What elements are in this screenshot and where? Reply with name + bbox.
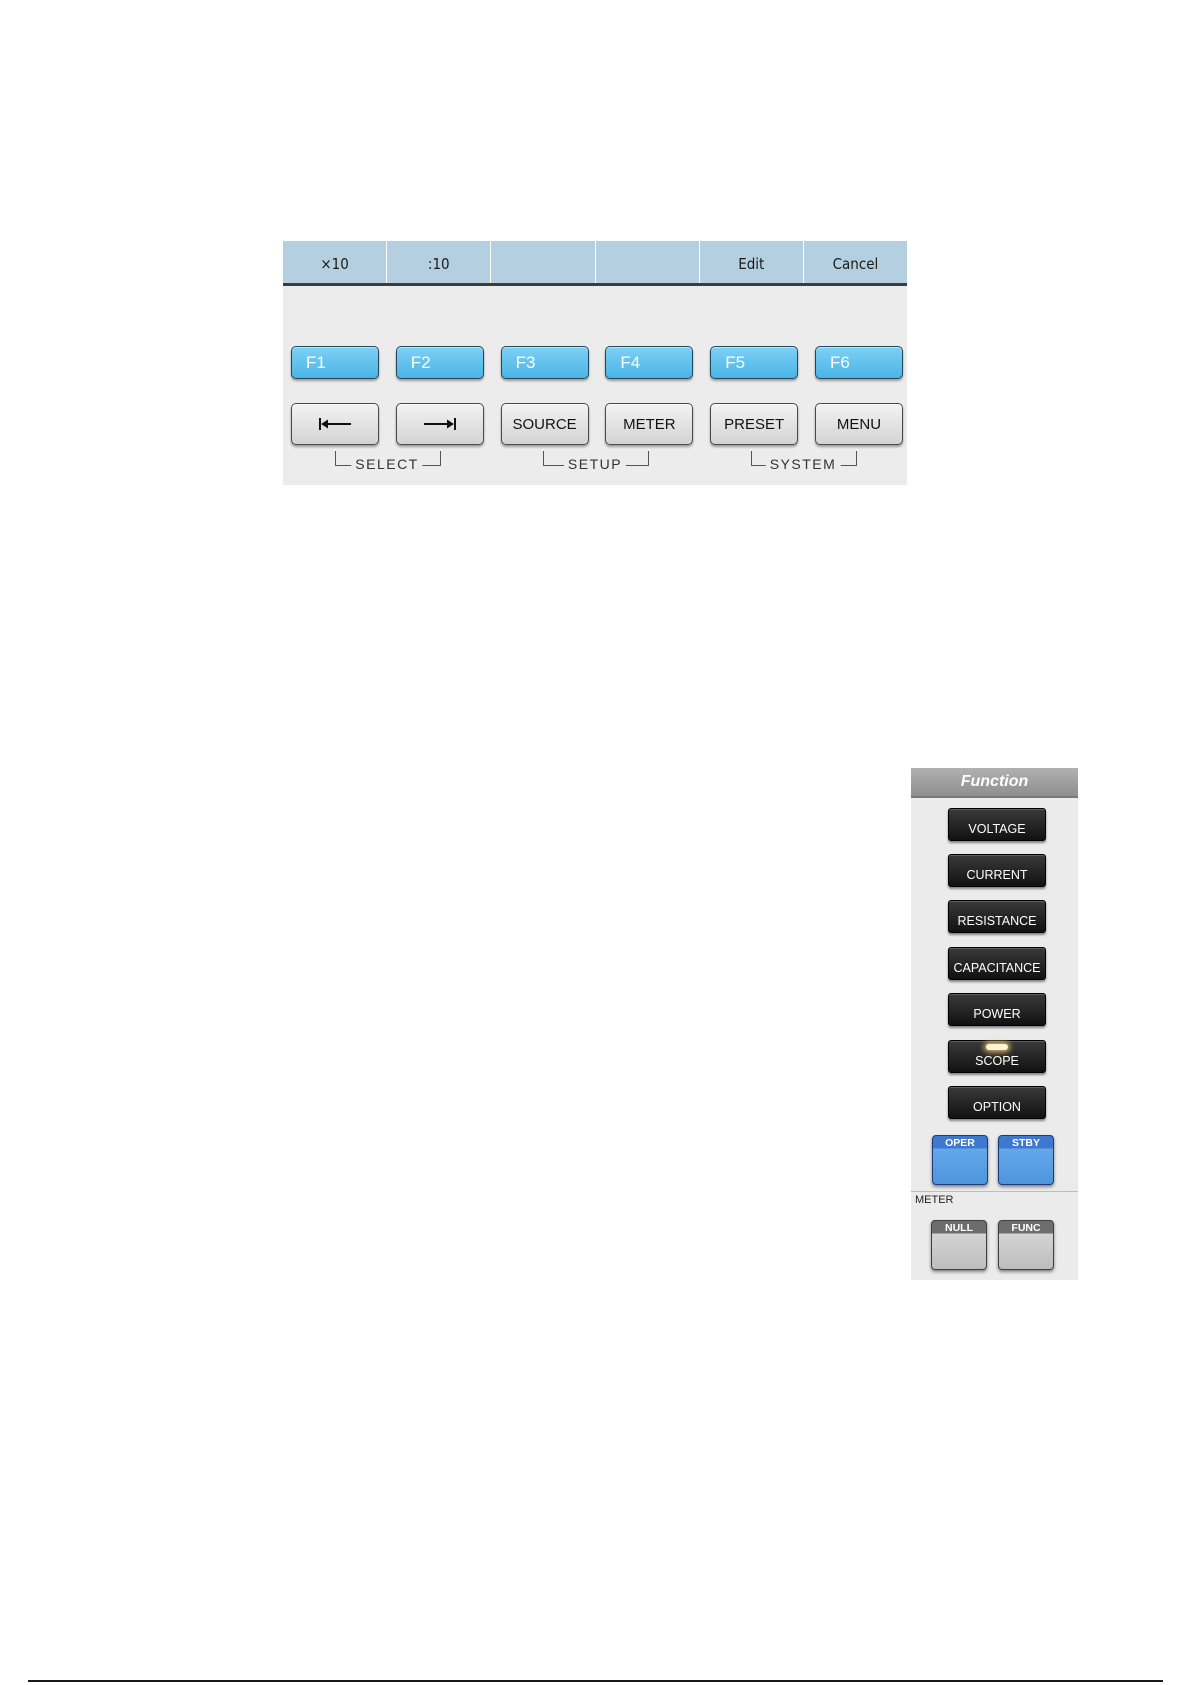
preset-button[interactable]: PRESET	[710, 403, 798, 445]
softkey-label-bar: ×10 :10 Edit Cancel	[283, 241, 907, 286]
navigation-key-row: SOURCE METER PRESET MENU	[291, 403, 903, 445]
resistance-button[interactable]: RESISTANCE	[948, 900, 1046, 933]
function-panel-title: Function	[911, 768, 1078, 798]
power-button[interactable]: POWER	[948, 993, 1046, 1026]
stby-button-label: STBY	[999, 1136, 1053, 1149]
softkey-label-6: Cancel	[804, 241, 907, 283]
softkey-label-2: :10	[387, 241, 491, 283]
oper-button-label: OPER	[933, 1136, 987, 1149]
softkey-label-1: ×10	[283, 241, 387, 283]
menu-button[interactable]: MENU	[815, 403, 903, 445]
softkey-label-5: Edit	[700, 241, 804, 283]
func-button-label: FUNC	[999, 1221, 1053, 1234]
func-button[interactable]: FUNC	[998, 1220, 1054, 1270]
f1-button[interactable]: F1	[291, 346, 379, 379]
system-group-label: SYSTEM	[766, 456, 841, 472]
current-button[interactable]: CURRENT	[948, 854, 1046, 887]
select-right-button[interactable]	[396, 403, 484, 445]
voltage-button[interactable]: VOLTAGE	[948, 808, 1046, 841]
source-button[interactable]: SOURCE	[501, 403, 589, 445]
scope-button-label: SCOPE	[975, 1054, 1019, 1068]
function-panel: Function VOLTAGE CURRENT RESISTANCE CAPA…	[911, 768, 1078, 1280]
meter-section-label: METER	[915, 1194, 954, 1206]
option-button[interactable]: OPTION	[948, 1086, 1046, 1119]
arrow-to-right-bar-icon	[422, 417, 458, 431]
f4-button[interactable]: F4	[605, 346, 693, 379]
setup-group-label: SETUP	[564, 456, 626, 472]
softkey-label-4	[596, 241, 700, 283]
function-key-row: F1 F2 F3 F4 F5 F6	[291, 346, 903, 379]
null-button[interactable]: NULL	[931, 1220, 987, 1270]
capacitance-button[interactable]: CAPACITANCE	[948, 947, 1046, 980]
front-panel-softkeys: ×10 :10 Edit Cancel F1 F2 F3 F4 F5 F6	[283, 241, 907, 485]
f6-button[interactable]: F6	[815, 346, 903, 379]
meter-section-divider	[911, 1191, 1078, 1192]
f2-button[interactable]: F2	[396, 346, 484, 379]
scope-button[interactable]: SCOPE	[948, 1040, 1046, 1073]
stby-button[interactable]: STBY	[998, 1135, 1054, 1185]
softkey-label-3	[491, 241, 595, 283]
page-bottom-rule	[28, 1680, 1163, 1682]
select-left-button[interactable]	[291, 403, 379, 445]
meter-button[interactable]: METER	[605, 403, 693, 445]
f3-button[interactable]: F3	[501, 346, 589, 379]
oper-button[interactable]: OPER	[932, 1135, 988, 1185]
f5-button[interactable]: F5	[710, 346, 798, 379]
null-button-label: NULL	[932, 1221, 986, 1234]
arrow-to-left-bar-icon	[317, 417, 353, 431]
select-group-label: SELECT	[351, 456, 422, 472]
scope-active-led	[986, 1044, 1008, 1050]
